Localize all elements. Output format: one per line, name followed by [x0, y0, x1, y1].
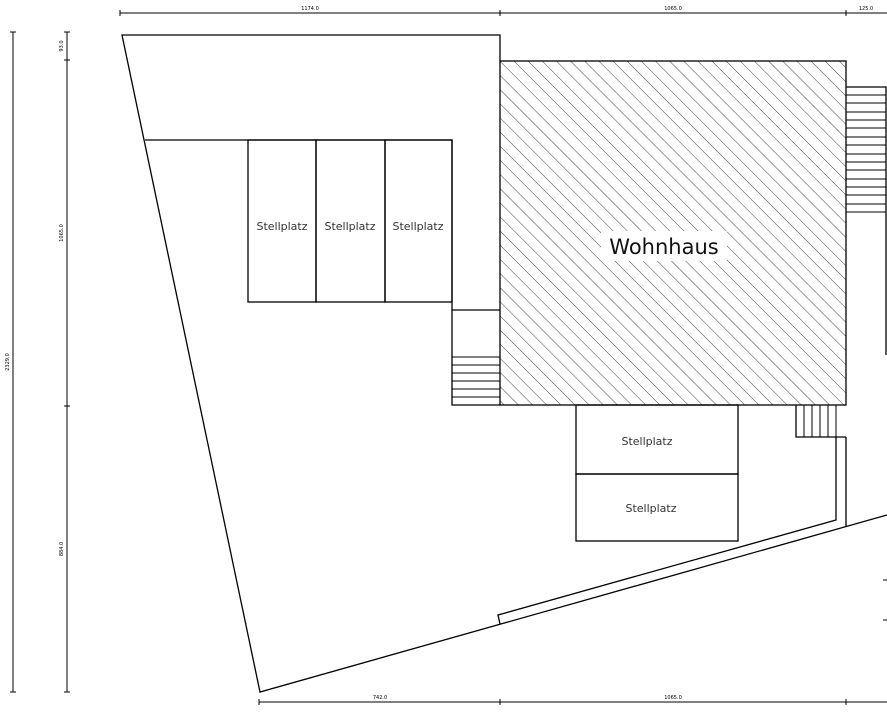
- dimension-top: 1174.0 1065.0 125.0: [119, 6, 887, 16]
- parking-label: Stellplatz: [621, 435, 672, 448]
- stairs-left: [451, 310, 500, 406]
- dim-bottom-1: 742.0: [373, 695, 387, 701]
- dim-left-2: 1065.0: [59, 224, 65, 242]
- footpath: [497, 437, 847, 625]
- dim-left-total: 2329.0: [5, 353, 11, 371]
- parking-label: Stellplatz: [256, 220, 307, 233]
- house-label: Wohnhaus: [609, 235, 718, 259]
- parking-label: Stellplatz: [625, 502, 676, 515]
- dimension-bottom: 742.0 1065.0: [258, 695, 887, 705]
- dim-left-3: 884.0: [59, 542, 65, 556]
- parking-label: Stellplatz: [324, 220, 375, 233]
- plot-boundary: [121, 34, 887, 693]
- dimension-left: 2329.0 93.0 1065.0 884.0: [5, 31, 70, 693]
- parking-space: [575, 473, 739, 542]
- dim-left-1: 93.0: [59, 40, 65, 51]
- stairs-right: [846, 86, 887, 355]
- stairs-front: [795, 405, 846, 438]
- dim-top-1: 1174.0: [301, 6, 319, 12]
- markers: [883, 579, 887, 621]
- dim-top-3: 125.0: [859, 6, 873, 12]
- parking-label: Stellplatz: [392, 220, 443, 233]
- parking-space: [384, 139, 453, 303]
- dim-top-2: 1065.0: [664, 6, 682, 12]
- parking-row-lower: Stellplatz Stellplatz: [575, 404, 739, 542]
- dim-bottom-2: 1065.0: [664, 695, 682, 701]
- parking-row-upper: Stellplatz Stellplatz Stellplatz: [145, 139, 500, 311]
- house-label-bg: [601, 231, 727, 261]
